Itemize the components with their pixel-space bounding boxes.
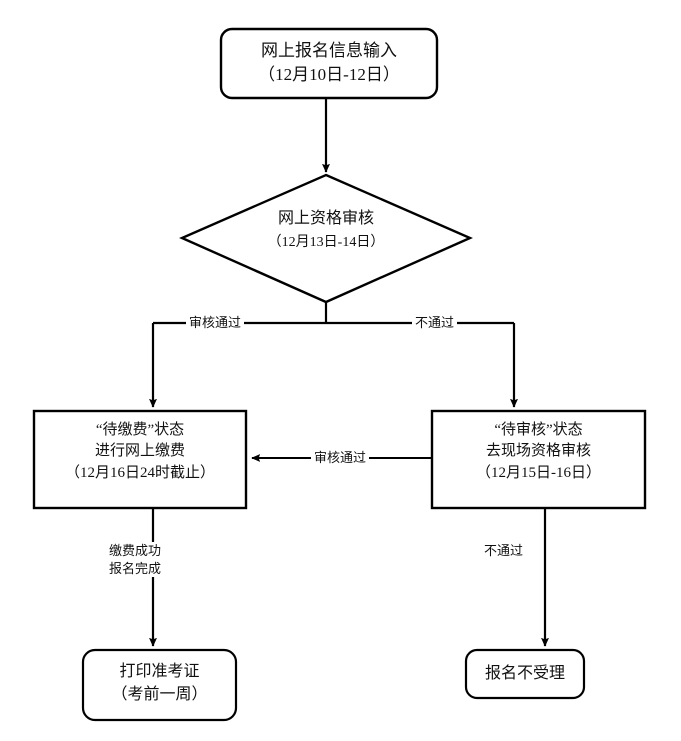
node-print-admission-ticket-shape (81, 648, 238, 722)
node-line: 去现场资格审核 (485, 443, 591, 460)
edge-label-line: 不通过 (484, 543, 524, 558)
edge-label-payment-success-to-ticket: 缴费成功 报名完成 (106, 542, 165, 578)
node-line: 网上报名信息输入 (261, 41, 397, 60)
edge-label-onsite-fail-to-rejected: 不通过 (481, 542, 527, 560)
edge-label-line: 审核通过 (189, 315, 242, 330)
edge-label-line: 报名完成 (109, 560, 162, 576)
node-line: （考前一周） (111, 685, 208, 703)
node-line: 报名不受理 (484, 665, 565, 682)
edge-label-line: 缴费成功 (109, 543, 162, 558)
node-line: “待缴费”状态 (95, 422, 185, 438)
node-pending-review-shape (430, 409, 647, 510)
node-online-registration-input-label: 网上报名信息输入 （12月10日-12日） (221, 39, 437, 87)
node-print-admission-ticket-label: 打印准考证 （考前一周） (83, 661, 236, 706)
node-line: 网上资格审核 (277, 210, 374, 227)
edge-label-review-fail-right: 不通过 (412, 314, 458, 332)
edge-label-line: 不通过 (415, 315, 455, 330)
node-line: （12月16日24时截止） (64, 464, 215, 481)
node-pending-payment-shape (32, 409, 248, 510)
node-registration-rejected-shape (464, 648, 586, 700)
node-line: “待审核”状态 (494, 422, 583, 438)
node-line: （12月10日-12日） (258, 65, 400, 85)
node-line: （12月13日-14日） (267, 234, 385, 250)
node-pending-review-label: “待审核”状态 去现场资格审核 （12月15日-16日） (432, 420, 645, 484)
node-registration-rejected-label: 报名不受理 (466, 663, 584, 686)
node-line: 打印准考证 (119, 663, 200, 680)
node-online-qualification-review-label: 网上资格审核 （12月13日-14日） (206, 208, 446, 253)
node-online-registration-input-shape (219, 27, 439, 100)
edge-label-line: 审核通过 (314, 450, 367, 465)
edge-label-onsite-pass-to-payment: 审核通过 (311, 449, 370, 467)
node-line: 进行网上缴费 (94, 443, 185, 460)
edge-label-review-pass-left: 审核通过 (186, 314, 245, 332)
node-line: （12月15日-16日） (476, 464, 601, 481)
node-pending-payment-label: “待缴费”状态 进行网上缴费 （12月16日24时截止） (34, 420, 246, 484)
